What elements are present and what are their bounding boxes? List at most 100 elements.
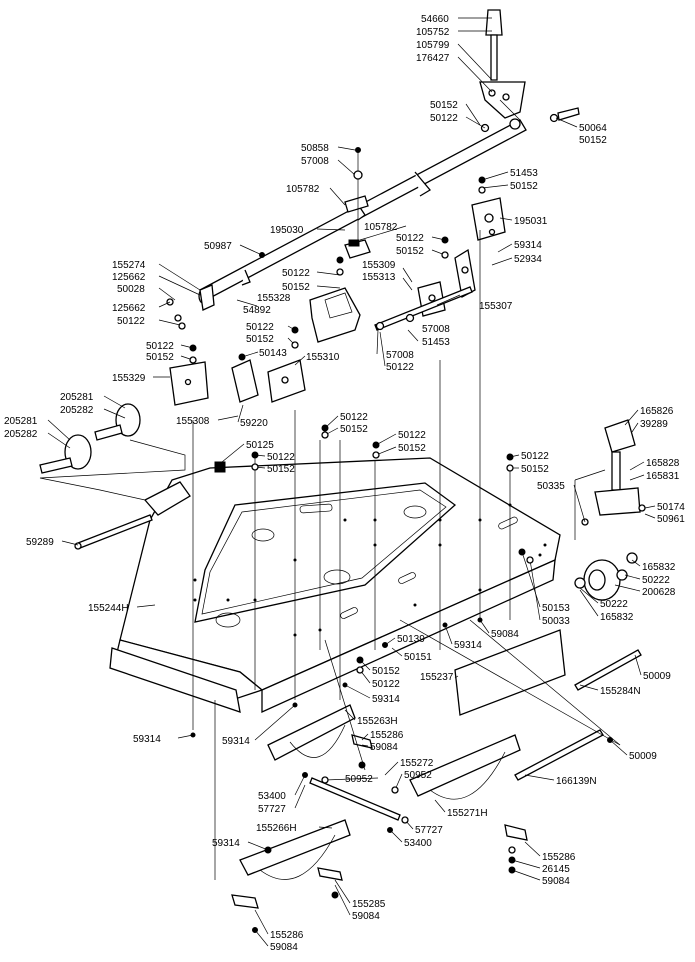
label-54892: 54892 bbox=[243, 305, 271, 316]
label-50139: 50139 bbox=[397, 634, 425, 645]
label-59314: 59314 bbox=[222, 736, 250, 747]
arm-155274 bbox=[166, 284, 215, 330]
label-50152: 50152 bbox=[246, 334, 274, 345]
label-195030: 195030 bbox=[270, 225, 304, 236]
baffle-155266H bbox=[239, 819, 351, 880]
label-50122: 50122 bbox=[521, 451, 549, 462]
rod-155284N bbox=[574, 649, 642, 691]
label-50152: 50152 bbox=[398, 443, 426, 454]
label-165826: 165826 bbox=[640, 406, 674, 417]
label-125662: 125662 bbox=[112, 272, 146, 283]
label-200628: 200628 bbox=[642, 587, 676, 598]
bracket-155308 bbox=[231, 359, 306, 403]
label-59314: 59314 bbox=[212, 838, 240, 849]
label-50952: 50952 bbox=[404, 770, 432, 781]
label-53400: 53400 bbox=[404, 838, 432, 849]
label-50122: 50122 bbox=[340, 412, 368, 423]
hardware-fasteners bbox=[189, 147, 613, 933]
shield-155237 bbox=[454, 629, 566, 716]
label-50122: 50122 bbox=[386, 362, 414, 373]
label-105752: 105752 bbox=[416, 27, 450, 38]
baffle-155263H bbox=[267, 704, 356, 761]
caster-assembly bbox=[574, 419, 646, 601]
label-50152: 50152 bbox=[510, 181, 538, 192]
label-165832: 165832 bbox=[600, 612, 634, 623]
label-57727: 57727 bbox=[258, 804, 286, 815]
label-165831: 165831 bbox=[646, 471, 680, 482]
part-labels: 54660 105752 105799 176427 50152 50122 5… bbox=[4, 14, 685, 953]
label-50152: 50152 bbox=[396, 246, 424, 257]
label-155274: 155274 bbox=[112, 260, 146, 271]
label-59084: 59084 bbox=[491, 629, 519, 640]
pivot-bracket-195031 bbox=[471, 197, 506, 241]
roller-205281-lower bbox=[39, 434, 92, 474]
label-155272: 155272 bbox=[400, 758, 434, 769]
label-53400: 53400 bbox=[258, 791, 286, 802]
label-50143: 50143 bbox=[259, 348, 287, 359]
label-50987: 50987 bbox=[204, 241, 232, 252]
label-155237: 155237 bbox=[420, 672, 454, 683]
label-59220: 59220 bbox=[240, 418, 268, 429]
label-155307: 155307 bbox=[479, 301, 513, 312]
label-57008: 57008 bbox=[301, 156, 329, 167]
label-59084: 59084 bbox=[542, 876, 570, 887]
label-59314: 59314 bbox=[454, 640, 482, 651]
label-195031: 195031 bbox=[514, 216, 548, 227]
label-155308: 155308 bbox=[176, 416, 210, 427]
label-50952: 50952 bbox=[345, 774, 373, 785]
label-leader-lines bbox=[47, 17, 656, 947]
label-50122: 50122 bbox=[267, 452, 295, 463]
label-50152: 50152 bbox=[282, 282, 310, 293]
pivot-bracket-155307 bbox=[454, 248, 476, 298]
label-50122: 50122 bbox=[146, 341, 174, 352]
label-50122: 50122 bbox=[398, 430, 426, 441]
label-155284N: 155284N bbox=[600, 686, 641, 697]
label-165832: 165832 bbox=[642, 562, 676, 573]
label-50125: 50125 bbox=[246, 440, 274, 451]
label-165828: 165828 bbox=[646, 458, 680, 469]
label-205282: 205282 bbox=[60, 405, 94, 416]
label-51453: 51453 bbox=[422, 337, 450, 348]
label-205281: 205281 bbox=[4, 416, 38, 427]
label-155286: 155286 bbox=[370, 730, 404, 741]
baffle-155271H bbox=[409, 734, 521, 800]
label-155244H: 155244H bbox=[88, 603, 129, 614]
label-59314: 59314 bbox=[514, 240, 542, 251]
label-50222: 50222 bbox=[600, 599, 628, 610]
label-57008: 57008 bbox=[422, 324, 450, 335]
label-50152: 50152 bbox=[579, 135, 607, 146]
label-51453: 51453 bbox=[510, 168, 538, 179]
label-105782: 105782 bbox=[364, 222, 398, 233]
plate-155329 bbox=[169, 361, 209, 406]
label-57008: 57008 bbox=[386, 350, 414, 361]
label-59084: 59084 bbox=[352, 911, 380, 922]
label-166139N: 166139N bbox=[556, 776, 597, 787]
label-59084: 59084 bbox=[370, 742, 398, 753]
label-155286: 155286 bbox=[270, 930, 304, 941]
label-52934: 52934 bbox=[514, 254, 542, 265]
label-50152: 50152 bbox=[430, 100, 458, 111]
bracket-155328 bbox=[309, 287, 361, 343]
label-50122: 50122 bbox=[430, 113, 458, 124]
label-59289: 59289 bbox=[26, 537, 54, 548]
label-26145: 26145 bbox=[542, 864, 570, 875]
label-155266H: 155266H bbox=[256, 823, 297, 834]
label-50122: 50122 bbox=[282, 268, 310, 279]
label-50122: 50122 bbox=[396, 233, 424, 244]
label-155310: 155310 bbox=[306, 352, 340, 363]
label-50858: 50858 bbox=[301, 143, 329, 154]
label-205281: 205281 bbox=[60, 392, 94, 403]
label-39289: 39289 bbox=[640, 419, 668, 430]
label-59314: 59314 bbox=[372, 694, 400, 705]
rod-166139N bbox=[514, 729, 604, 781]
label-155271H: 155271H bbox=[447, 808, 488, 819]
bracket-155286 bbox=[231, 734, 528, 909]
bolt-59289 bbox=[74, 461, 226, 550]
bracket-155309 bbox=[374, 281, 473, 331]
label-50961: 50961 bbox=[657, 514, 685, 525]
label-59314: 59314 bbox=[133, 734, 161, 745]
label-50064: 50064 bbox=[579, 123, 607, 134]
label-59084: 59084 bbox=[270, 942, 298, 953]
